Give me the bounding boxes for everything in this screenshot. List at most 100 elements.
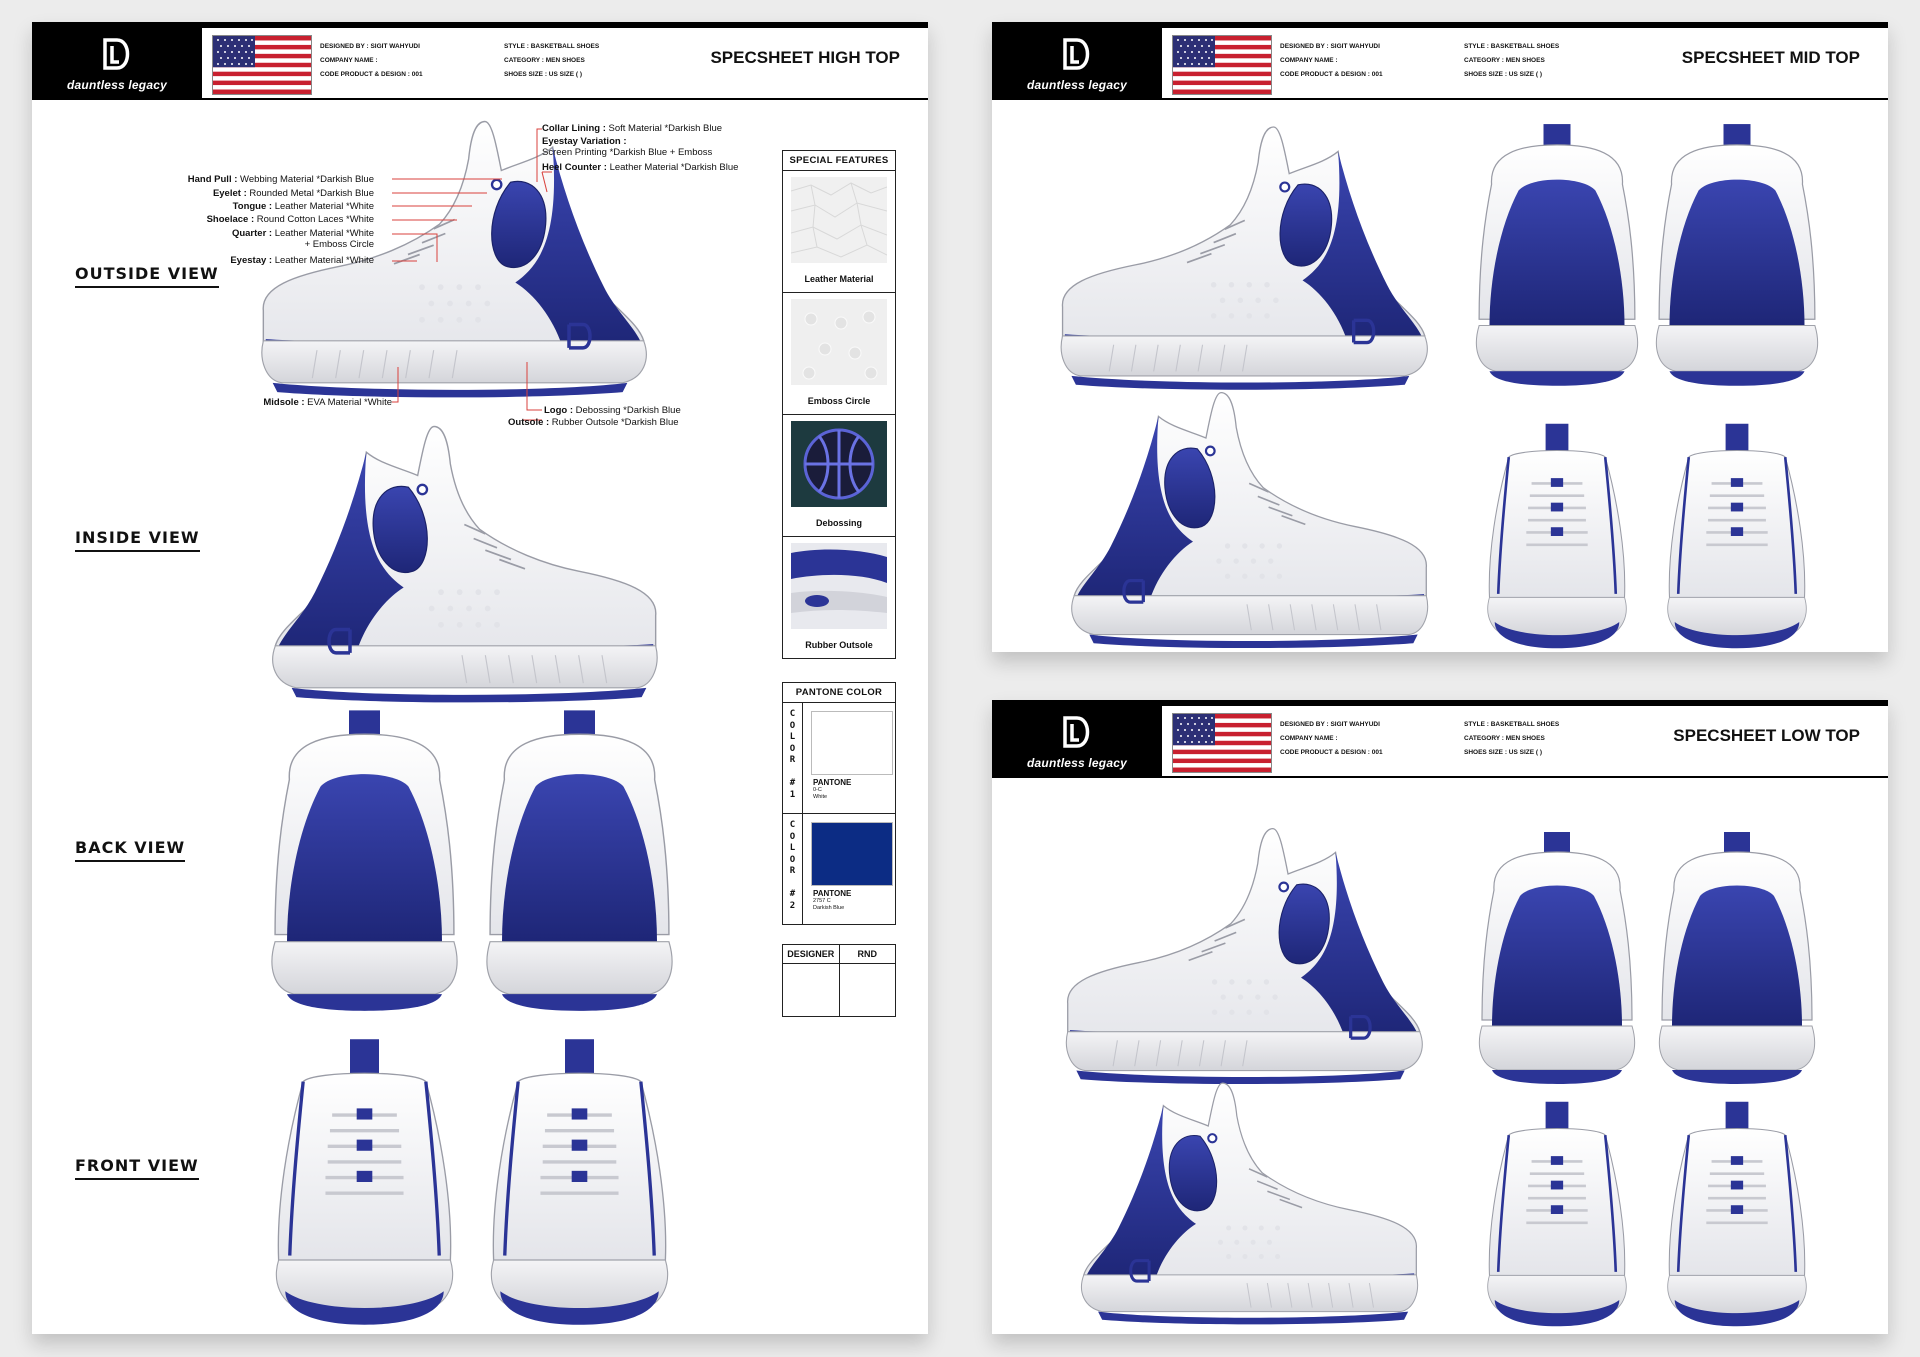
feature-caption: Emboss Circle: [807, 396, 871, 406]
low-shoe-back-view-left: [1462, 830, 1652, 1090]
brand-logo-icon: [1057, 34, 1097, 74]
annotation-tongue: Tongue : Leather Material *White: [232, 201, 374, 212]
meta-designed-by: DESIGNED BY : SIGIT WAHYUDI: [1280, 43, 1380, 50]
front-view-label: FRONT VIEW: [75, 1156, 199, 1180]
special-features-panel: SPECIAL FEATURES Leather Material Emboss…: [782, 150, 896, 659]
meta-designer-block: DESIGNED BY : SIGIT WAHYUDI COMPANY NAME…: [1280, 718, 1383, 760]
annotation-heel-counter: Heel Counter : Leather Material *Darkish…: [542, 162, 739, 173]
feature-caption: Rubber Outsole: [805, 640, 873, 650]
meta-code: CODE PRODUCT & DESIGN : 001: [320, 71, 423, 78]
sheet-header: dauntless legacy DESIGNED BY : SIGIT WAH…: [992, 22, 1888, 100]
annotation-leader-lines: [392, 128, 552, 421]
specsheet-high-top: dauntless legacy DESIGNED BY : SIGIT WAH…: [32, 22, 928, 1334]
leather-swatch-icon: [791, 177, 887, 263]
meta-designed-by: DESIGNED BY : SIGIT WAHYUDI: [1280, 721, 1380, 728]
meta-category: CATEGORY : MEN SHOES: [1464, 735, 1545, 742]
meta-style-block: STYLE : BASKETBALL SHOES CATEGORY : MEN …: [504, 40, 599, 82]
annotation-collar-lining: Collar Lining : Soft Material *Darkish B…: [542, 123, 723, 134]
brand-name: dauntless legacy: [1027, 78, 1127, 92]
brand-block: dauntless legacy: [32, 28, 202, 98]
meta-size: SHOES SIZE : US SIZE ( ): [504, 71, 583, 78]
annotation-eyelet: Eyelet : Rounded Metal *Darkish Blue: [212, 188, 374, 199]
color-2-chip: [811, 822, 893, 886]
inside-view-label: INSIDE VIEW: [75, 528, 200, 552]
feature-debossing: Debossing: [783, 415, 895, 537]
mid-shoe-back-view-right: [1642, 122, 1832, 392]
meta-style-block: STYLE : BASKETBALL SHOES CATEGORY : MEN …: [1464, 40, 1559, 82]
color-1-info: PANTONE 0-C White: [813, 778, 852, 800]
meta-style: STYLE : BASKETBALL SHOES: [504, 43, 600, 50]
brand-block: dauntless legacy: [992, 28, 1162, 98]
low-shoe-inside-view: [1047, 1075, 1447, 1330]
annotation-eyestay: Eyestay : Leather Material *White: [230, 255, 374, 266]
meta-company-name: COMPANY NAME :: [1280, 57, 1338, 64]
feature-rubber-outsole: Rubber Outsole: [783, 537, 895, 658]
brand-name: dauntless legacy: [67, 78, 167, 92]
emboss-swatch-icon: [791, 299, 887, 385]
sheet-title: SPECSHEET LOW TOP: [1673, 726, 1860, 745]
annotation-eyestay-variation: Eyestay Variation :Screen Printing *Dark…: [542, 136, 713, 158]
low-shoe-front-view-left: [1462, 1100, 1652, 1328]
meta-category: CATEGORY : MEN SHOES: [504, 57, 585, 64]
feature-leather-material: Leather Material: [783, 171, 895, 293]
rnd-label: RND: [857, 949, 878, 959]
back-view-label: BACK VIEW: [75, 838, 186, 862]
sheet-header: dauntless legacy DESIGNED BY : SIGIT WAH…: [32, 22, 928, 100]
meta-style: STYLE : BASKETBALL SHOES: [1464, 721, 1560, 728]
annotation-shoelace: Shoelace : Round Cotton Laces *White: [206, 214, 374, 225]
meta-style-block: STYLE : BASKETBALL SHOES CATEGORY : MEN …: [1464, 718, 1559, 760]
sheet-header: dauntless legacy DESIGNED BY : SIGIT WAH…: [992, 700, 1888, 778]
low-shoe-outside-view: [1047, 820, 1447, 1090]
meta-category: CATEGORY : MEN SHOES: [1464, 57, 1545, 64]
meta-company-name: COMPANY NAME :: [320, 57, 378, 64]
sheet-title: SPECSHEET MID TOP: [1681, 48, 1860, 67]
brand-logo-icon: [1057, 712, 1097, 752]
us-flag-icon: [212, 35, 312, 95]
mid-shoe-front-view-left: [1462, 422, 1652, 650]
signoff-panel: DESIGNER RND: [782, 944, 896, 1017]
meta-company-name: COMPANY NAME :: [1280, 735, 1338, 742]
annotation-quarter: Quarter : Leather Material *White+ Embos…: [231, 228, 374, 250]
meta-designed-by: DESIGNED BY : SIGIT WAHYUDI: [320, 43, 420, 50]
meta-size: SHOES SIZE : US SIZE ( ): [1464, 749, 1543, 756]
annotation-outsole: Outsole : Rubber Outsole *Darkish Blue: [508, 417, 679, 428]
rubber-outsole-swatch-icon: [791, 543, 887, 629]
special-features-title: SPECIAL FEATURES: [783, 151, 895, 171]
shoe-front-view-right: [472, 1037, 687, 1327]
color-1-chip: [811, 711, 893, 775]
mid-shoe-front-view-right: [1642, 422, 1832, 650]
feature-caption: Leather Material: [804, 274, 874, 284]
mid-shoe-inside-view: [1047, 384, 1447, 652]
shoe-back-view-left: [257, 708, 472, 1018]
brand-name: dauntless legacy: [1027, 756, 1127, 770]
mid-shoe-outside-view: [1047, 117, 1447, 397]
meta-style: STYLE : BASKETBALL SHOES: [1464, 43, 1560, 50]
designer-signature-box[interactable]: [783, 964, 840, 1016]
annotation-logo: Logo : Debossing *Darkish Blue: [544, 405, 681, 416]
feature-emboss-circle: Emboss Circle: [783, 293, 895, 415]
color-2-info: PANTONE 2757 C Darkish Blue: [813, 889, 852, 911]
annotation-hand-pull: Hand Pull : Webbing Material *Darkish Bl…: [187, 174, 374, 185]
specsheet-low-top: dauntless legacy DESIGNED BY : SIGIT WAH…: [992, 700, 1888, 1334]
outside-view-label: OUTSIDE VIEW: [75, 264, 219, 288]
feature-caption: Debossing: [815, 518, 862, 528]
meta-size: SHOES SIZE : US SIZE ( ): [1464, 71, 1543, 78]
annotation-midsole: Midsole : EVA Material *White: [263, 397, 392, 408]
pantone-color-title: PANTONE COLOR: [783, 683, 895, 703]
rnd-signature-box[interactable]: [840, 964, 896, 1016]
meta-code: CODE PRODUCT & DESIGN : 001: [1280, 749, 1383, 756]
meta-code: CODE PRODUCT & DESIGN : 001: [1280, 71, 1383, 78]
brand-block: dauntless legacy: [992, 706, 1162, 776]
mid-shoe-back-view-left: [1462, 122, 1652, 392]
low-shoe-back-view-right: [1642, 830, 1832, 1090]
debossing-swatch-icon: [791, 421, 887, 507]
meta-designer-block: DESIGNED BY : SIGIT WAHYUDI COMPANY NAME…: [320, 40, 423, 82]
us-flag-icon: [1172, 713, 1272, 773]
designer-label: DESIGNER: [783, 945, 840, 963]
sheet-title: SPECSHEET HIGH TOP: [710, 48, 900, 67]
